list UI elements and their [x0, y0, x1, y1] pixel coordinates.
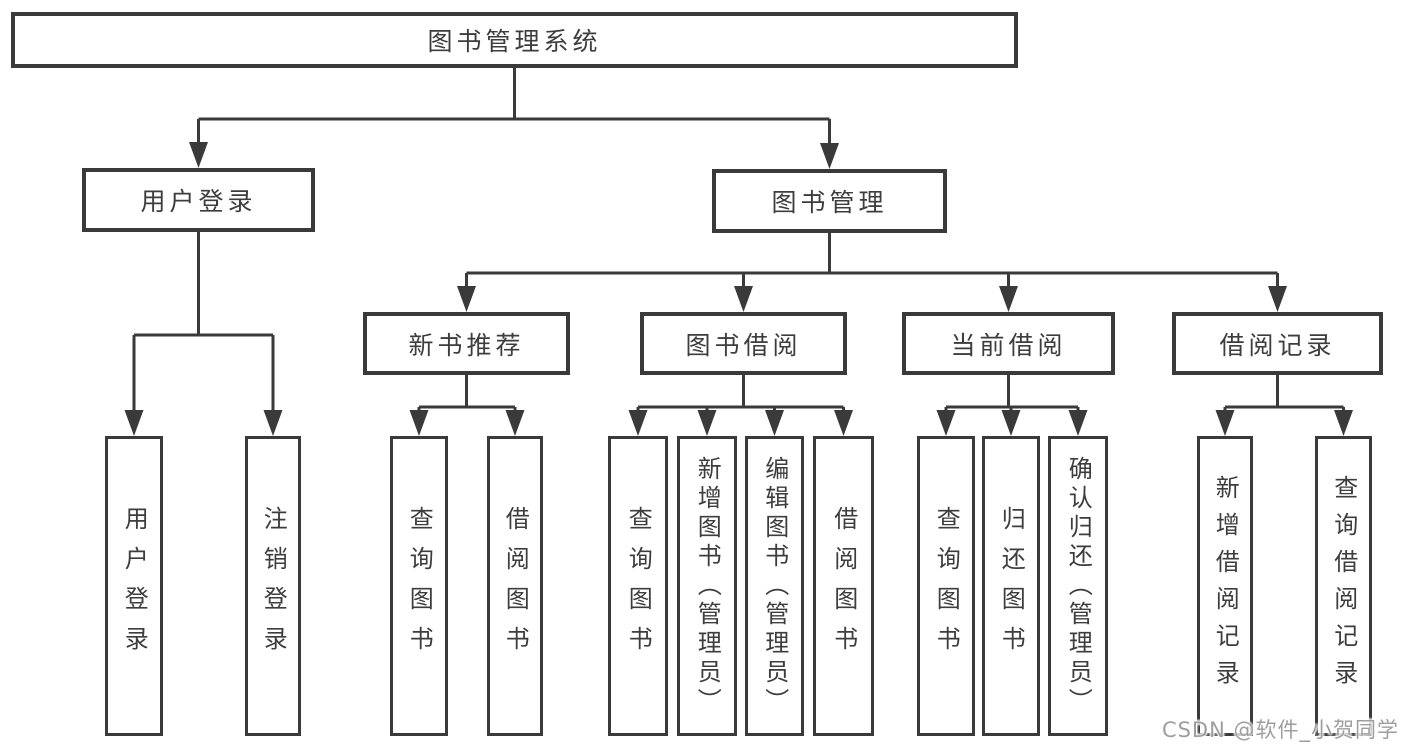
node-bb-borrow-books: 借阅图书: [813, 436, 874, 736]
node-nbr-borrow-books: 借阅图书: [487, 436, 543, 736]
node-label: 图书管理: [771, 188, 888, 217]
arrowheads: [124, 142, 1353, 436]
node-bb-add-books-admin: 新增图书（管理员）: [677, 436, 737, 736]
node-label: 用户登录: [120, 506, 149, 666]
node-label: 用户登录: [140, 187, 257, 216]
node-library-system: 图书管理系统: [11, 12, 1018, 68]
node-bb-edit-books-admin: 编辑图书（管理员）: [745, 436, 804, 736]
node-nbr-query-books: 查询图书: [390, 436, 448, 736]
node-label: 新增借阅记录: [1211, 475, 1240, 697]
node-label: 图书管理系统: [427, 27, 602, 56]
node-book-management: 图书管理: [712, 169, 947, 233]
node-label: 新增图书（管理员）: [693, 455, 722, 717]
node-label: 查询借阅记录: [1329, 475, 1358, 697]
node-bb-query-books: 查询图书: [608, 436, 668, 736]
node-label: 编辑图书（管理员）: [760, 455, 789, 717]
node-new-book-recommend: 新书推荐: [363, 312, 570, 375]
node-borrowing-records: 借阅记录: [1172, 312, 1383, 375]
node-label: 查询图书: [932, 506, 961, 666]
node-logout: 注销登录: [245, 436, 301, 736]
node-label: 借阅记录: [1219, 330, 1336, 360]
node-br-query-record: 查询借阅记录: [1315, 436, 1372, 736]
node-book-borrowing: 图书借阅: [640, 312, 847, 375]
node-label: 借阅图书: [501, 506, 530, 666]
node-cb-return-books: 归还图书: [982, 436, 1040, 736]
node-label: 归还图书: [997, 506, 1026, 666]
node-label: 查询图书: [624, 506, 653, 666]
node-label: 图书借阅: [685, 330, 802, 360]
node-cb-confirm-return-admin: 确认归还（管理员）: [1048, 436, 1108, 736]
node-cb-query-books: 查询图书: [917, 436, 975, 736]
node-br-add-record: 新增借阅记录: [1197, 436, 1253, 736]
node-current-borrowing: 当前借阅: [902, 312, 1115, 375]
node-user-login-leaf: 用户登录: [105, 436, 163, 736]
node-label: 借阅图书: [829, 506, 858, 666]
node-label: 查询图书: [405, 506, 434, 666]
node-label: 新书推荐: [408, 330, 525, 360]
node-label: 确认归还（管理员）: [1064, 455, 1093, 717]
node-label: 当前借阅: [950, 330, 1067, 360]
node-user-login: 用户登录: [82, 168, 315, 232]
node-label: 注销登录: [259, 506, 288, 666]
csdn-watermark: CSDN @软件_小贺同学: [1161, 718, 1399, 742]
